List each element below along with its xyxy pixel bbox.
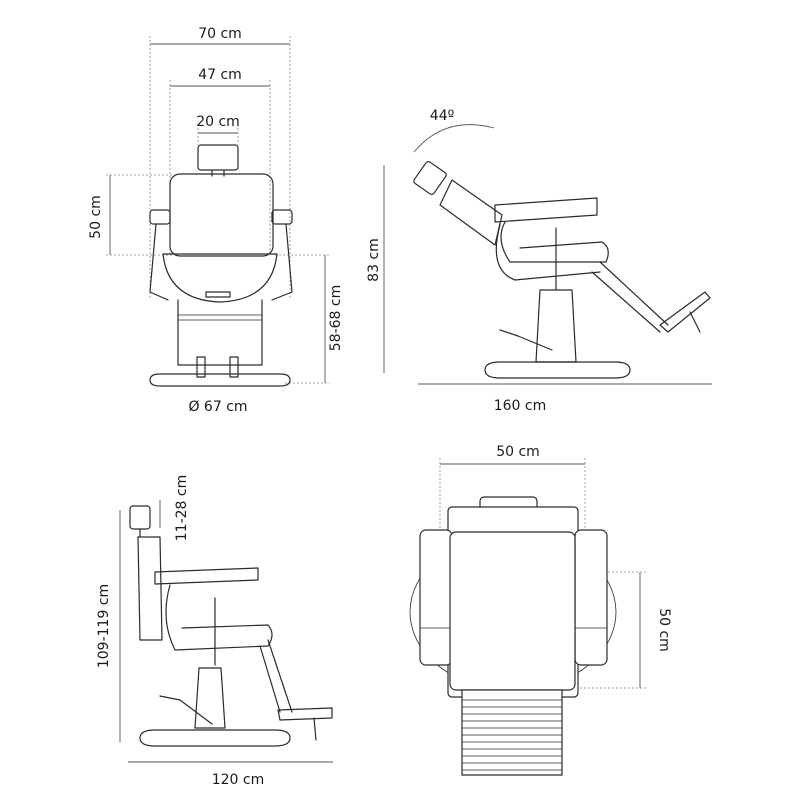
upright-side-view: 11-28 cm 109-119 cm 120 cm	[96, 475, 333, 788]
upright-chair-drawing	[129, 505, 333, 747]
reclined-length-dimension: 160 cm	[418, 383, 712, 414]
front-base-diameter-label: Ø 67 cm	[188, 399, 247, 415]
reclined-side-view: 44º 83 cm 160 cm	[366, 108, 712, 414]
front-backrest-height-dimension: 50 cm	[88, 174, 175, 256]
top-depth-dimension: 50 cm	[580, 571, 672, 689]
recline-angle-label: 44º	[430, 108, 454, 124]
front-seat-width-dimension: 47 cm	[169, 67, 271, 255]
recline-angle-arc: 44º	[413, 108, 495, 153]
footrest-ribs	[462, 699, 562, 771]
upright-height-dimension: 109-119 cm	[96, 510, 121, 742]
reclined-length-label: 160 cm	[494, 398, 547, 414]
front-seat-width-label: 47 cm	[198, 67, 242, 83]
reclined-chair-drawing	[413, 161, 711, 379]
front-width-label: 70 cm	[198, 26, 242, 42]
front-seat-height-label: 58-68 cm	[328, 285, 344, 351]
front-seat-height-dimension: 58-68 cm	[275, 254, 344, 384]
reclined-height-dimension: 83 cm	[366, 165, 385, 373]
front-headrest-width-label: 20 cm	[196, 114, 240, 130]
front-width-dimension: 70 cm	[149, 26, 291, 300]
headrest-adjust-label: 11-28 cm	[174, 475, 190, 541]
top-chair-drawing	[409, 496, 617, 776]
front-view: 70 cm 47 cm 20 cm 50 cm 58-68 cm	[88, 26, 344, 415]
reclined-height-label: 83 cm	[366, 238, 382, 282]
headrest-adjust-dimension: 11-28 cm	[159, 475, 190, 541]
top-width-dimension: 50 cm	[439, 444, 586, 540]
upright-length-label: 120 cm	[212, 772, 265, 788]
upright-height-label: 109-119 cm	[96, 584, 112, 668]
top-width-label: 50 cm	[496, 444, 540, 460]
top-view: 50 cm 50 cm	[409, 444, 672, 776]
front-chair-drawing	[149, 144, 293, 387]
top-depth-label: 50 cm	[656, 608, 672, 652]
front-backrest-height-label: 50 cm	[88, 195, 104, 239]
front-headrest-width-dimension: 20 cm	[196, 114, 240, 145]
upright-length-dimension: 120 cm	[128, 761, 333, 788]
